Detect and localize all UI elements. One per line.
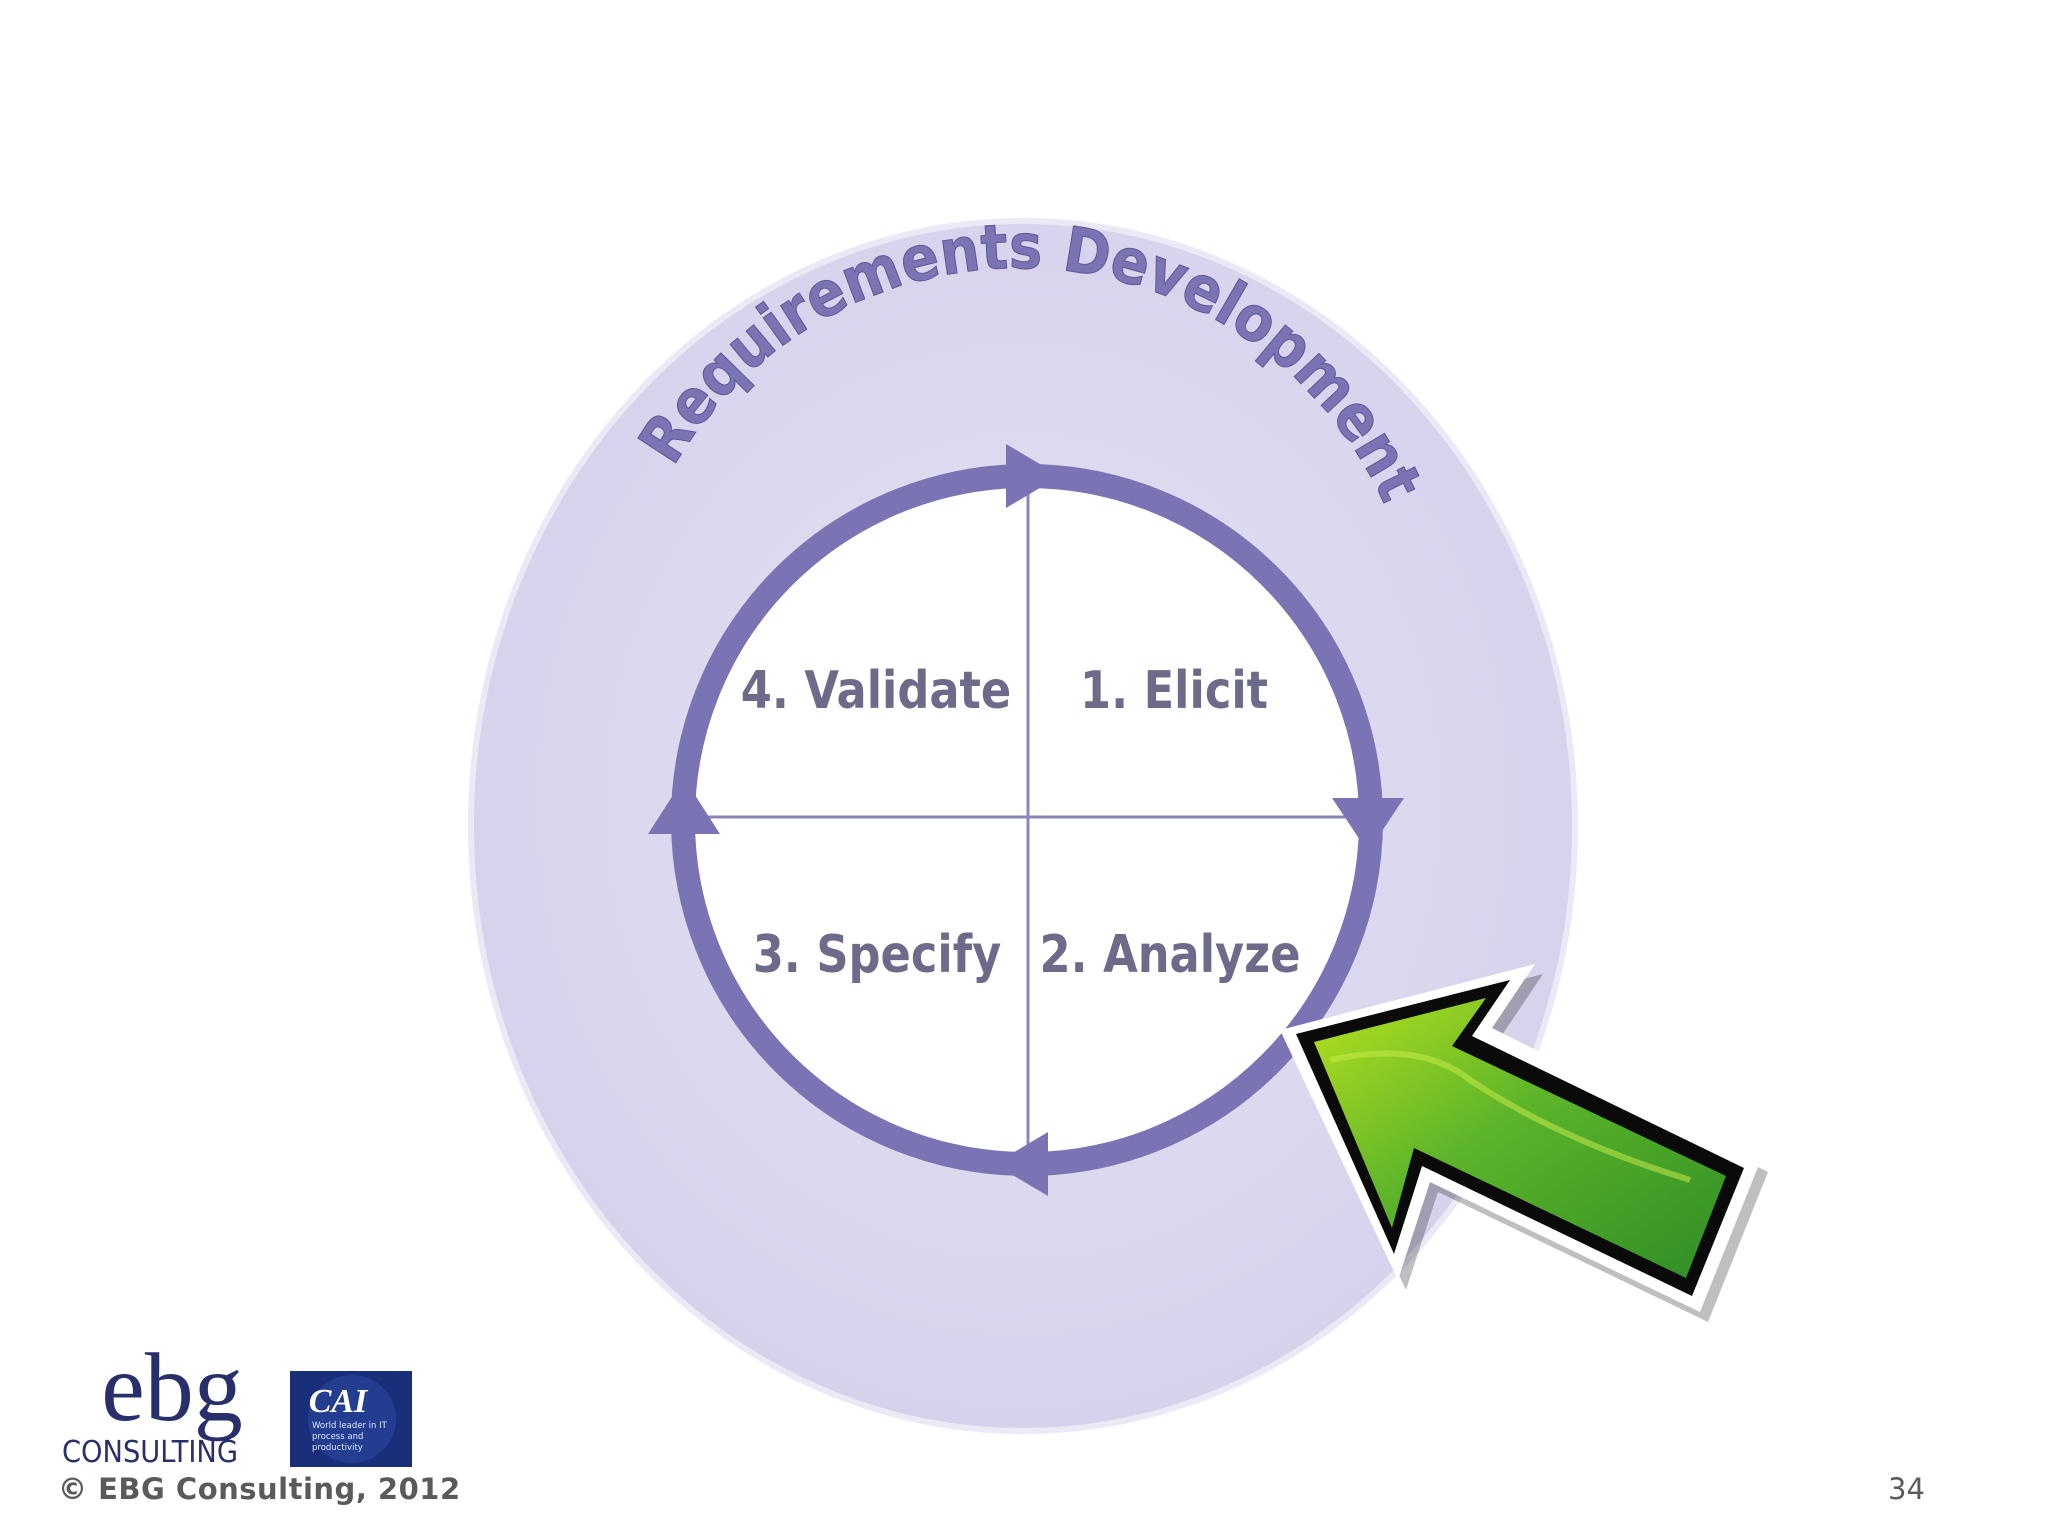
cai-tagline-1: World leader in IT xyxy=(312,1421,388,1431)
cai-tagline-2: process and xyxy=(312,1432,363,1442)
ebg-logo-sub: CONSULTING xyxy=(62,1435,238,1470)
quadrant-label-validate: 4. Validate xyxy=(741,661,1012,721)
cai-logo-main: CAI xyxy=(309,1383,369,1420)
cai-logo: CAI World leader in IT process and produ… xyxy=(290,1371,412,1467)
arrowhead-top-icon xyxy=(1006,444,1060,508)
quadrant-label-specify: 3. Specify xyxy=(753,925,1002,985)
arrowhead-bottom-icon xyxy=(994,1132,1048,1196)
ebg-logo: ebg CONSULTING xyxy=(62,1334,243,1470)
quadrant-label-elicit: 1. Elicit xyxy=(1080,661,1268,721)
arrowhead-right-icon xyxy=(1332,798,1404,852)
copyright-footer: © EBG Consulting, 2012 xyxy=(58,1472,461,1506)
green-arrow-icon xyxy=(1280,964,1768,1322)
arrowhead-left-icon xyxy=(648,778,720,834)
ebg-logo-main: ebg xyxy=(101,1334,243,1442)
quadrant-label-analyze: 2. Analyze xyxy=(1039,925,1300,985)
page-number: 34 xyxy=(1888,1472,1925,1506)
cai-tagline-3: productivity xyxy=(312,1443,363,1453)
